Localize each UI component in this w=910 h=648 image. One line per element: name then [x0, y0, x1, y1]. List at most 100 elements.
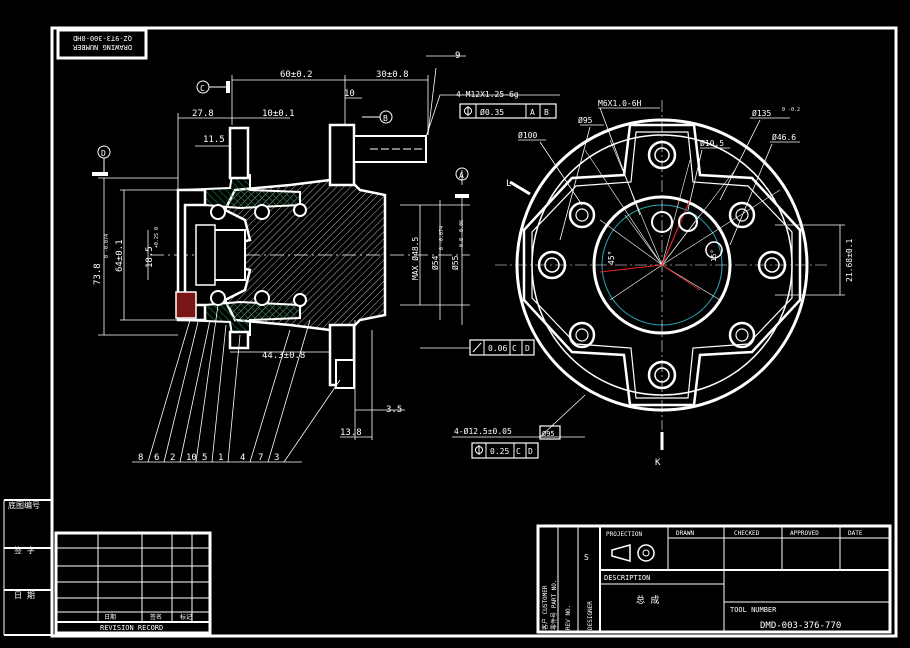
side-label-designer: DESIGNER — [587, 601, 594, 630]
stud-holes — [537, 140, 787, 390]
callout-number: 5 — [202, 453, 207, 463]
callout-number: 6 — [154, 453, 159, 463]
dim-30: 30±0.8 — [376, 70, 409, 80]
svg-text:0.25: 0.25 — [490, 447, 509, 456]
table-label-signature: 签 字 — [14, 545, 35, 555]
dim-48-5: MAX Ø48.5 — [410, 236, 420, 280]
svg-text:C: C — [516, 447, 521, 456]
revision-table: 底图编号 签 字 日 期 日期 签名 标记 REVISION RECORD — [8, 500, 212, 635]
dim-54: Ø54 — [430, 255, 440, 270]
revision-record-label: REVISION RECORD — [100, 624, 163, 632]
fcf-thread: Ø0.35 A B — [459, 103, 557, 119]
dim-3-5: 3.5 — [386, 405, 402, 415]
drawing-number-box: QZ-9T3-300-0HD DRAWING NUMBER — [56, 28, 148, 60]
dim-73-8-tol: 0 -0.074 — [104, 234, 110, 258]
side-label-customer: 客户 CUSTOMER — [541, 585, 549, 630]
side-label-rev: REV NO. — [565, 605, 572, 630]
dim-m6: M6X1.0-6H — [598, 99, 642, 108]
svg-text:A: A — [530, 108, 535, 117]
dim-73-8: 73.8 — [93, 263, 103, 285]
fcf-runout: 0.06 C D — [420, 339, 535, 356]
dim-54-tol: 0 -0.074 — [439, 226, 445, 250]
dim-55-tol: -0.0 -0.06 — [459, 220, 465, 250]
dim-64: 64±0.1 — [115, 239, 125, 272]
description-value: 总 成 — [636, 594, 659, 606]
svg-text:Ø0.35: Ø0.35 — [480, 107, 504, 117]
tool-number-label: TOOL NUMBER — [730, 606, 777, 614]
datum-d: D — [101, 149, 106, 158]
view-label-k: K — [655, 458, 661, 468]
holes-note: 4-Ø12.5±0.05 — [454, 426, 512, 436]
table-label-base-number: 底图编号 — [8, 500, 40, 510]
side-label-part: 零件号 PART NO. — [550, 579, 558, 630]
description-label: DESCRIPTION — [604, 574, 650, 582]
dim-phi10-5: Ø10.5 — [700, 138, 724, 148]
projection-symbol — [611, 544, 655, 562]
drawing-number-label: DRAWING NUMBER — [72, 43, 132, 51]
table-label-date: 日 期 — [14, 591, 35, 600]
title-block: PROJECTION S DRAWN CHECKED APPROVED DATE… — [536, 524, 892, 634]
front-dimensions — [452, 107, 845, 438]
callout-numbers: 8 6 2 10 5 1 4 7 3 — [138, 453, 279, 463]
datum-a: A — [459, 171, 464, 180]
datum-b: B — [383, 114, 388, 123]
section-dim-texts: 60±0.2 30±0.8 9 10 27.8 10±0.1 11.5 64±0… — [93, 51, 519, 438]
callout-number: 1 — [218, 453, 223, 463]
sheet-border — [3, 26, 898, 638]
dim-10: 10 — [344, 89, 355, 99]
projection-label: PROJECTION — [606, 531, 643, 538]
dim-18-5-tol: +0.25 0 — [154, 227, 160, 248]
dim-phi46-6: Ø46.6 — [772, 132, 796, 142]
svg-text:D: D — [528, 447, 533, 456]
front-dim-texts: M6X1.0-6H Ø95 Ø100 Ø135 0 -0.2 Ø10.5 Ø46… — [454, 99, 854, 468]
date-label: DATE — [848, 530, 863, 537]
front-view — [495, 100, 830, 450]
svg-text:0.06: 0.06 — [488, 344, 507, 353]
svg-text:C: C — [512, 344, 517, 353]
dim-18-5: 18.5 — [145, 246, 155, 268]
rev-col-sign: 签名 — [150, 613, 162, 621]
callout-number: 7 — [258, 453, 263, 463]
dim-44-3: 44.3±0.8 — [262, 351, 305, 361]
dim-13-8: 13.8 — [340, 428, 362, 438]
callout-number: 3 — [274, 453, 279, 463]
dim-phi95: Ø95 — [578, 115, 593, 125]
svg-text:B: B — [544, 108, 549, 117]
section-view — [150, 123, 470, 389]
callout-number: 8 — [138, 453, 143, 463]
dim-55: Ø55 — [450, 255, 460, 270]
angle-15: 15° — [710, 249, 718, 262]
dim-21-68: 21.68±0.1 — [845, 238, 854, 282]
dim-9: 9 — [455, 51, 460, 61]
approved-label: APPROVED — [790, 530, 819, 537]
svg-text:Ø95: Ø95 — [542, 430, 555, 438]
dim-60: 60±0.2 — [280, 70, 313, 80]
datum-markers: C B D A — [92, 80, 469, 198]
section-dimensions — [98, 55, 560, 440]
dim-10-tol: 10±0.1 — [262, 109, 295, 119]
dim-phi100: Ø100 — [518, 130, 537, 140]
fcf-holes: Ø95 0.25 C D — [471, 425, 561, 459]
rev-col-date: 日期 — [104, 613, 116, 621]
dim-phi135: Ø135 — [752, 108, 771, 118]
bolt-holes — [568, 201, 756, 349]
thread-note: 4-M12X1.25-6g — [456, 90, 519, 99]
rev-col-mark: 标记 — [180, 613, 192, 621]
datum-c: C — [200, 84, 205, 93]
callout-number: 4 — [240, 453, 245, 463]
callout-number: 10 — [186, 453, 197, 463]
callout-leaders — [132, 304, 341, 463]
view-label-l: L — [506, 179, 511, 189]
drawn-label: DRAWN — [676, 530, 694, 537]
angle-45: 45° — [607, 251, 616, 265]
callout-number: 2 — [170, 453, 175, 463]
dim-27-8: 27.8 — [192, 109, 214, 119]
drawing-number-text: QZ-9T3-300-0HD — [73, 34, 132, 42]
tool-number-value: DMD-003-376-770 — [760, 621, 841, 631]
svg-text:D: D — [525, 344, 530, 353]
dim-phi135-tol: 0 -0.2 — [782, 107, 800, 113]
scale-label: S — [584, 553, 589, 562]
dim-11-5: 11.5 — [203, 135, 225, 145]
